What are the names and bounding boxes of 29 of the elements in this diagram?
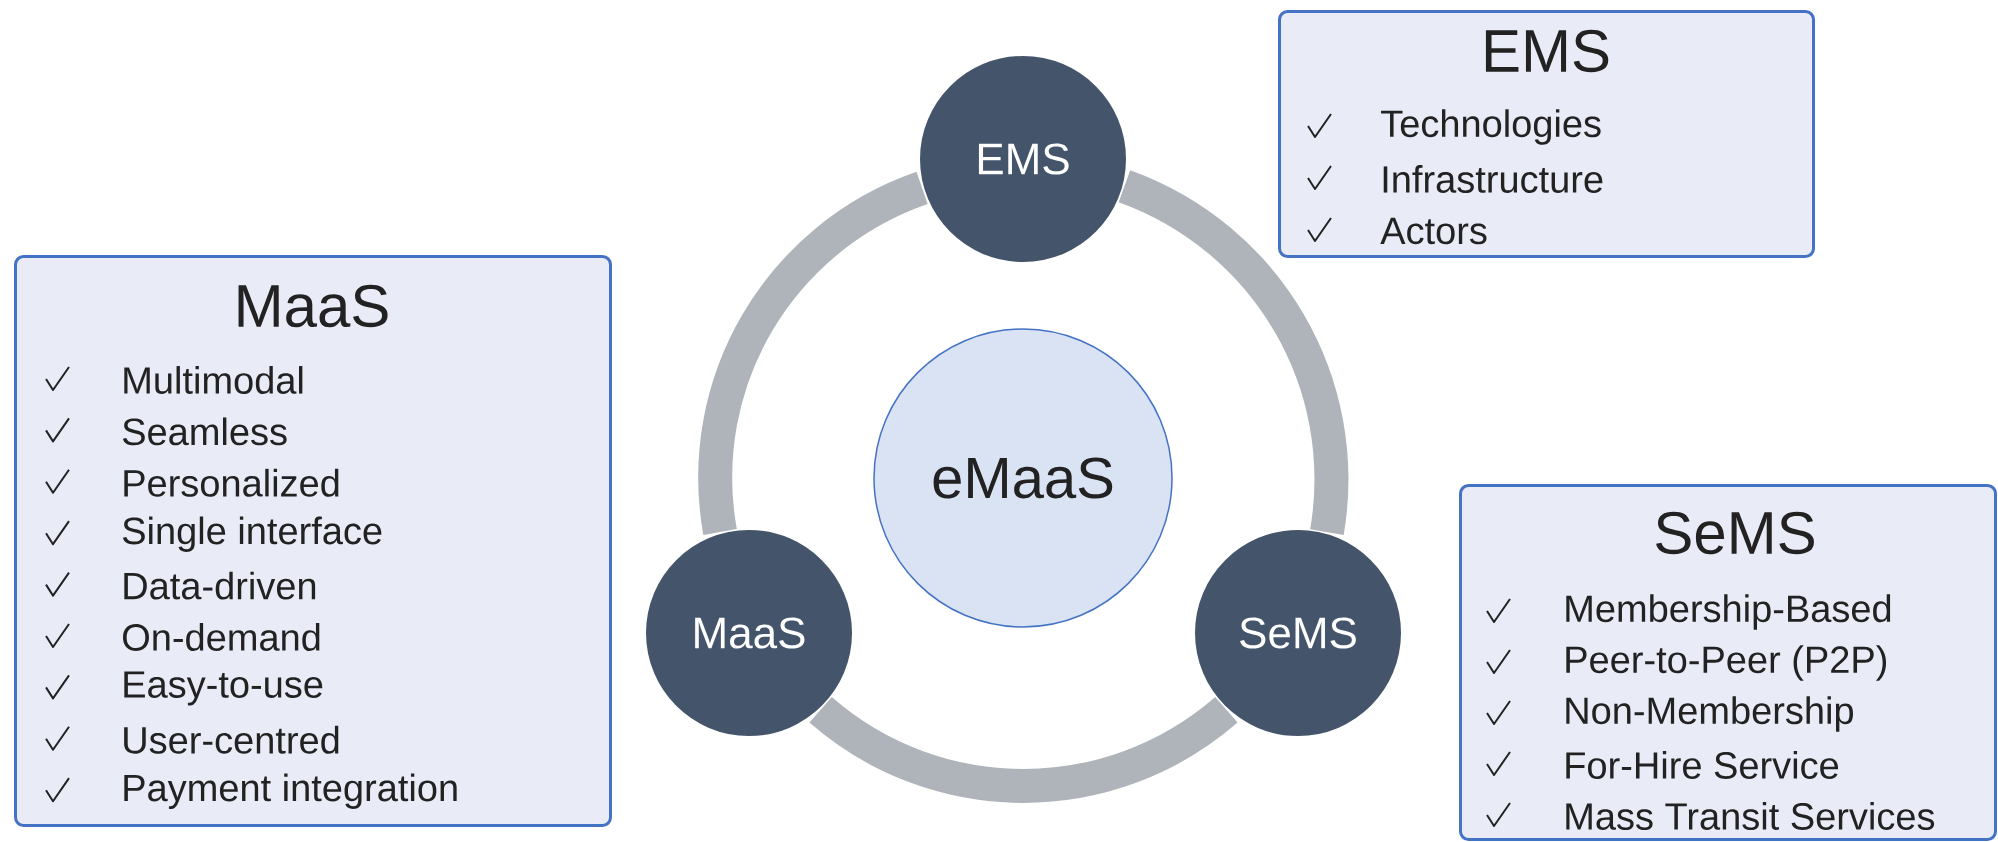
list-item: Infrastructure [1383, 165, 1603, 193]
circle-node: SeMS [1193, 528, 1403, 738]
list-item: Non-Membership [1566, 696, 1853, 732]
list-item: Actors [1380, 217, 1487, 245]
list-item: Peer-to-Peer (P2P) [1566, 645, 1886, 681]
list-item: Multimodal [124, 366, 303, 394]
list-item: Easy-to-use [124, 671, 323, 706]
panel-heading: MaaS [238, 284, 388, 328]
circle-node: EMS [918, 54, 1128, 264]
list-panel [14, 255, 612, 827]
ring-arc [810, 696, 1237, 803]
panel-heading: SeMS [1656, 511, 1814, 555]
list-item: Single interface [122, 516, 382, 552]
list-item: Seamless [122, 417, 287, 446]
ring-arc [1117, 170, 1348, 534]
list-panel [1278, 10, 1815, 258]
list-item: Mass Transit Services [1566, 802, 1935, 830]
panel-heading: EMS [1485, 29, 1609, 73]
list-item: Data-driven [124, 571, 316, 600]
ring-arc [698, 172, 929, 535]
list-item: Technologies [1381, 109, 1601, 145]
list-item: For-Hire Service [1566, 751, 1839, 779]
list-panel [1459, 484, 1997, 841]
list-item: Personalized [124, 468, 339, 497]
list-item: On-demand [123, 623, 320, 651]
list-item: Membership-Based [1566, 594, 1891, 630]
list-item: Payment integration [124, 773, 457, 809]
list-item: User-centred [124, 725, 339, 754]
circle-node: MaaS [644, 528, 854, 738]
